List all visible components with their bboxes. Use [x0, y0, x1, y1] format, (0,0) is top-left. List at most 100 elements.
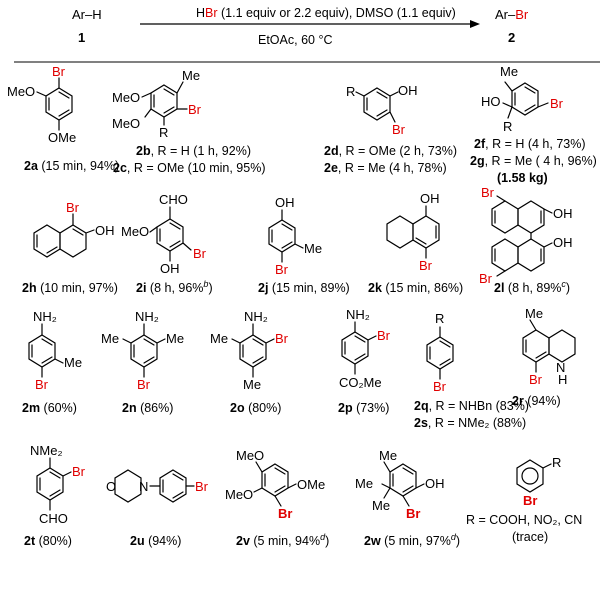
hydroxy-label: OH	[553, 206, 573, 221]
benzene-ring	[363, 87, 391, 121]
methyl-label: Me	[210, 331, 228, 346]
compound-2t: NMe₂ Br CHO 2t (80%)	[24, 443, 86, 548]
compound-2o: NH₂ Me Br Me 2o (80%)	[210, 309, 289, 415]
entry-label: 2u (94%)	[130, 534, 181, 548]
benzene-ring	[517, 200, 545, 234]
product-number: 2	[508, 30, 515, 45]
bromo-label: Br	[275, 262, 289, 277]
bromo-label: Br	[523, 493, 537, 508]
r-label: R	[435, 311, 444, 326]
trace-substrates: R Br R = COOH, NO₂, CN (trace)	[466, 455, 582, 544]
compound-2r: Me N H Br 2r (94%)	[512, 306, 576, 408]
bromo-label: Br	[35, 377, 49, 392]
methyl-label: Me	[101, 331, 119, 346]
benzene-ring	[511, 82, 539, 116]
benzene-ring	[28, 334, 56, 368]
cyclohexane-ring	[386, 215, 414, 249]
entry-label: 2e, R = Me (4 h, 78%)	[324, 161, 447, 175]
entry-label: 2q, R = NHBn (83%)	[414, 399, 529, 413]
entry-label: 2p (73%)	[338, 401, 389, 415]
methyl-label: Me	[243, 377, 261, 392]
r-label: R	[552, 455, 561, 470]
bromo-label: Br	[377, 328, 391, 343]
entry-label: 2o (80%)	[230, 401, 281, 415]
tetrahydropyridine-ring	[548, 329, 576, 363]
compound-2w: Me Me Me OH Br 2w (5 min, 97%d)	[355, 448, 460, 548]
methoxy-label: OMe	[48, 130, 76, 145]
benzene-ring	[516, 459, 544, 493]
hydroxy-label: OH	[95, 223, 115, 238]
compound-2p: NH₂ Br CO₂Me 2p (73%)	[338, 307, 391, 415]
benzene-ring	[426, 336, 454, 370]
morpholine-o-label: O	[106, 479, 116, 494]
compound-2j: OH Me Br 2j (15 min, 89%)	[258, 195, 350, 295]
bromo-label: Br	[72, 464, 86, 479]
bromo-label: Br	[52, 64, 66, 79]
benzene-ring	[59, 224, 87, 258]
compound-2b-2c: Me Br MeO MeO R 2b, R = H (1 h, 92%) 2c,…	[112, 68, 266, 175]
hydroxy-label: OH	[398, 83, 418, 98]
nh-h-label: H	[558, 372, 567, 387]
benzene-ring	[130, 334, 158, 368]
methoxy-label: MeO	[112, 90, 140, 105]
entry-label: 2f, R = H (4 h, 73%)	[474, 137, 586, 151]
benzene-ring	[522, 329, 550, 363]
compound-2q-2s: R Br 2q, R = NHBn (83%) 2s, R = NMe₂ (88…	[414, 311, 529, 430]
benzene-ring	[491, 200, 519, 234]
hydroxy-label: OH	[160, 261, 180, 276]
methoxy-label: OMe	[297, 477, 325, 492]
bromo-label: Br	[137, 377, 151, 392]
methyl-label: Me	[304, 241, 322, 256]
benzene-ring	[239, 334, 267, 368]
bromo-label: Br	[550, 96, 564, 111]
benzene-ring	[261, 463, 289, 497]
methyl-label: Me	[64, 355, 82, 370]
bromo-label: Br	[195, 479, 209, 494]
aromatic-circle	[521, 467, 539, 485]
hydroxy-label: OH	[420, 191, 440, 206]
reactant-number: 1	[78, 30, 85, 45]
entry-label: 2h (10 min, 97%)	[22, 281, 118, 295]
reagents: HBr (1.1 equiv or 2.2 equiv), DMSO (1.1 …	[196, 6, 456, 20]
methyl-label: Me	[372, 498, 390, 513]
compound-2a: Br MeO OMe 2a (15 min, 94%)	[7, 64, 119, 173]
amino-label: NH₂	[33, 309, 57, 324]
benzene-ring	[156, 218, 184, 252]
entry-label: 2m (60%)	[22, 401, 77, 415]
methyl-label: Me	[182, 68, 200, 83]
benzene-ring	[517, 238, 545, 272]
entry-label: 2l (8 h, 89%c)	[494, 279, 570, 295]
compound-2v: MeO OMe MeO Br 2v (5 min, 94%d)	[225, 448, 329, 548]
bromo-label: Br	[193, 246, 207, 261]
compound-2i: CHO Br MeO OH 2i (8 h, 96%b)	[121, 192, 213, 295]
reaction-arrow-head	[470, 20, 480, 28]
methyl-label: Me	[355, 476, 373, 491]
bromo-label: Br	[529, 372, 543, 387]
bromo-label: Br	[479, 271, 493, 286]
amino-label: NH₂	[346, 307, 370, 322]
scale-label: (1.58 kg)	[497, 171, 548, 185]
bromo-label: Br	[419, 258, 433, 273]
bromo-label: Br	[188, 102, 202, 117]
compound-2f-2g: Me HO Br R 2f, R = H (4 h, 73%) 2g, R = …	[470, 64, 597, 185]
compound-2n: NH₂ Me Me Br 2n (86%)	[101, 309, 184, 415]
benzene-ring	[33, 224, 61, 258]
r-label: R	[159, 125, 168, 140]
formyl-label: CHO	[159, 192, 188, 207]
nh-label: N	[556, 360, 565, 375]
benzene-ring	[412, 215, 440, 249]
r-label: R	[503, 119, 512, 134]
methoxy-label: MeO	[112, 116, 140, 131]
entry-label: 2n (86%)	[122, 401, 173, 415]
bromo-label: Br	[66, 200, 80, 215]
benzene-ring	[268, 219, 296, 253]
reaction-header: Ar–H 1 HBr (1.1 equiv or 2.2 equiv), DMS…	[14, 6, 600, 63]
methyl-label: Me	[500, 64, 518, 79]
entry-label: 2b, R = H (1 h, 92%)	[136, 144, 251, 158]
formyl-label: CHO	[39, 511, 68, 526]
entry-label: 2i (8 h, 96%b)	[136, 279, 213, 295]
benzene-ring	[389, 463, 417, 497]
r-label: R	[346, 84, 355, 99]
ester-label: CO₂Me	[339, 375, 382, 390]
